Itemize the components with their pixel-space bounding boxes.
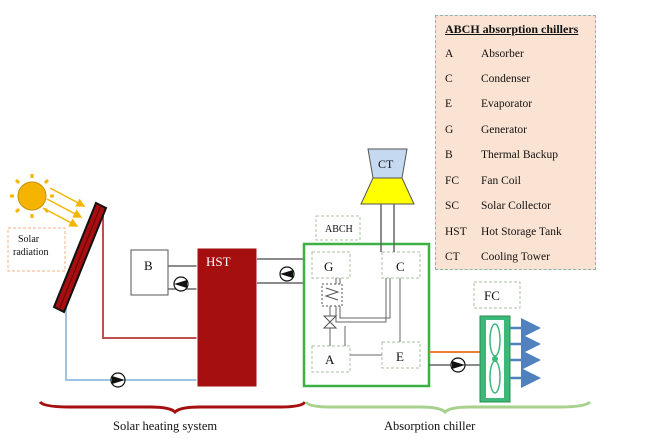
condenser-box <box>381 251 421 279</box>
cooling-tower <box>360 148 415 205</box>
legend-abbr: HST <box>445 226 467 238</box>
generator-label: G <box>324 259 333 274</box>
legend-desc: Solar Collector <box>481 200 551 212</box>
legend-abbr: FC <box>445 175 460 187</box>
legend-abbr: SC <box>445 200 460 212</box>
abch-label-box <box>315 215 361 241</box>
collector-pump-icon <box>110 372 126 388</box>
solar-radiation-box <box>7 227 66 272</box>
abch-label: ABCH <box>325 224 353 235</box>
solar-radiation-label-2: radiation <box>13 247 49 258</box>
solar-rays <box>42 187 86 227</box>
legend-desc: Evaporator <box>481 98 533 110</box>
hot-storage-tank <box>196 247 258 388</box>
fan-coil <box>479 315 511 403</box>
legend-item: G Generator <box>445 124 595 140</box>
legend-abbr: G <box>445 124 454 136</box>
legend-abbr: A <box>445 48 454 60</box>
sun-icon <box>10 174 54 218</box>
thermal-backup-box <box>130 249 169 296</box>
legend-item: C Condenser <box>445 73 595 89</box>
legend-abbr: CT <box>445 251 460 263</box>
legend-desc: Absorber <box>481 48 524 60</box>
legend-desc: Hot Storage Tank <box>481 226 562 238</box>
legend-panel: ABCH absorption chillers A Absorber C Co… <box>435 15 596 270</box>
condenser-label: C <box>396 259 405 274</box>
hot-storage-tank-label: HST <box>206 254 231 269</box>
legend-desc: Thermal Backup <box>481 149 558 161</box>
legend-item: HST Hot Storage Tank <box>445 226 595 242</box>
absorption-chiller-label: Absorption chiller <box>384 419 476 433</box>
legend-item: CT Cooling Tower <box>445 251 595 267</box>
evaporator-label: E <box>396 349 404 364</box>
fan-coil-label: FC <box>484 288 500 303</box>
solar-radiation-label-1: Solar <box>18 234 40 245</box>
air-flow-arrows <box>510 318 541 388</box>
absorber-label: A <box>325 352 335 367</box>
legend-item: E Evaporator <box>445 98 595 114</box>
legend-desc: Fan Coil <box>481 175 521 187</box>
generator-box <box>311 251 351 279</box>
legend-item: FC Fan Coil <box>445 175 595 191</box>
heat-exchanger-icon <box>321 283 343 346</box>
cooling-tower-label: CT <box>378 157 394 171</box>
cooling-tower-pipes <box>380 204 395 252</box>
backup-pump-icon <box>173 276 189 292</box>
solar-collector <box>52 201 108 314</box>
legend-abbr: E <box>445 98 453 110</box>
legend-desc: Cooling Tower <box>481 251 550 263</box>
legend-title: ABCH absorption chillers <box>445 22 579 36</box>
legend-item: SC Solar Collector <box>445 200 595 216</box>
expansion-valve-icon <box>322 315 338 329</box>
thermal-backup-label: B <box>144 258 153 273</box>
chiller-pump-icon <box>450 357 466 373</box>
cold-water-loop <box>65 306 197 381</box>
fan-coil-label-box <box>473 281 521 309</box>
solar-system-label: Solar heating system <box>113 419 217 433</box>
solar-system-brace <box>38 400 307 415</box>
hst-pump-icon <box>279 266 295 282</box>
legend-abbr: B <box>445 149 453 161</box>
legend-desc: Generator <box>481 124 527 136</box>
legend-desc: Condenser <box>481 73 531 85</box>
absorption-chiller-box <box>302 242 431 388</box>
legend-item: B Thermal Backup <box>445 149 595 165</box>
absorption-chiller-brace <box>304 400 592 415</box>
legend-item: A Absorber <box>445 48 595 64</box>
legend-abbr: C <box>445 73 453 85</box>
absorber-box <box>311 345 351 373</box>
